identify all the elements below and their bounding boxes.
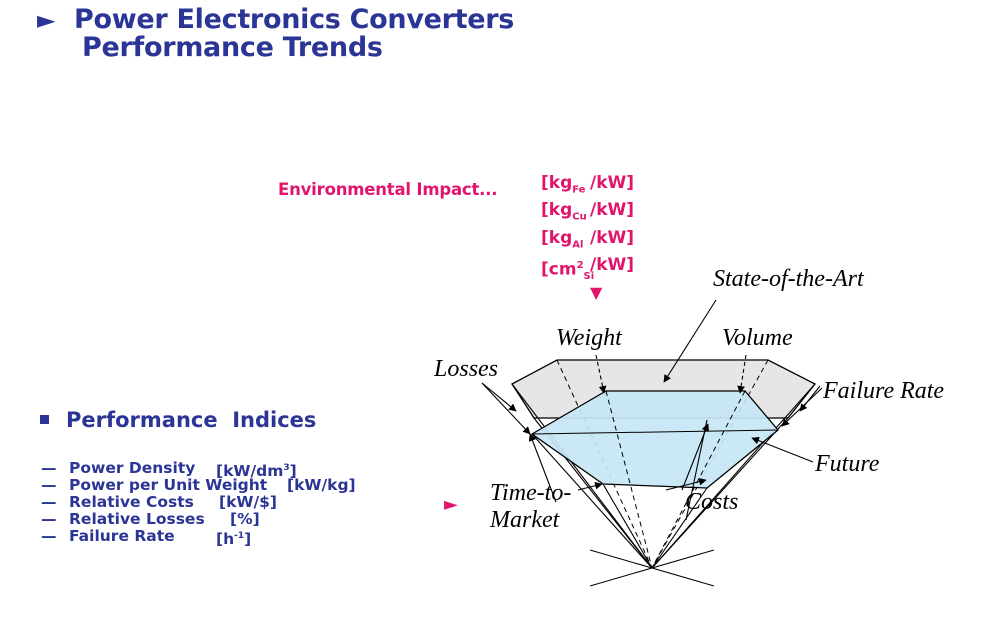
time-to-market-label-1: Time-to- bbox=[490, 480, 571, 506]
unit-row-si: [cm2Si/kW] bbox=[541, 255, 635, 283]
state-of-the-art-arrow bbox=[663, 299, 717, 383]
unit-row-fe: [kgFe/kW] bbox=[541, 173, 635, 196]
down-arrow-icon: ▼ bbox=[590, 283, 603, 302]
list-item: —Relative Costs[kW/$] bbox=[41, 493, 278, 511]
weight-label: Weight bbox=[556, 325, 623, 351]
list-item: —Failure Rate[h-1] bbox=[41, 527, 252, 549]
losses-arrow-2 bbox=[481, 382, 517, 412]
list-item: —Power Density[kW/dm3] bbox=[41, 459, 297, 481]
apex-cross bbox=[589, 549, 715, 587]
play-arrow-icon: ► bbox=[37, 6, 56, 34]
title-line-2: Performance Trends bbox=[82, 32, 383, 63]
performance-indices-list: —Power Density[kW/dm3] —Power per Unit W… bbox=[41, 459, 356, 549]
state-of-the-art-label: State-of-the-Art bbox=[713, 266, 865, 292]
unit-row-cu: [kgCu/kW] bbox=[541, 200, 635, 223]
time-to-market-arrow-2 bbox=[577, 481, 603, 491]
unit-row-al: [kgAl/kW] bbox=[541, 227, 635, 251]
bullet-square-icon bbox=[40, 414, 49, 424]
title-line-1: Power Electronics Converters bbox=[74, 4, 515, 35]
volume-label: Volume bbox=[722, 325, 793, 351]
slide-title: ► Power Electronics Converters Performanc… bbox=[37, 6, 514, 61]
costs-arrow bbox=[681, 423, 710, 491]
list-item: —Relative Losses[%] bbox=[41, 510, 260, 528]
future-label: Future bbox=[814, 451, 880, 477]
costs-arrow-2 bbox=[665, 477, 707, 491]
time-to-market-arrow bbox=[528, 433, 557, 503]
costs-label: Costs bbox=[685, 489, 738, 515]
right-arrow-icon: ► bbox=[444, 494, 458, 515]
losses-arrow bbox=[481, 382, 531, 435]
time-to-market-label-2: Market bbox=[489, 507, 561, 533]
list-item: —Power per Unit Weight[kW/kg] bbox=[41, 476, 356, 494]
environmental-impact-label: Environmental Impact... bbox=[278, 180, 498, 199]
performance-indices-heading: Performance Indices bbox=[40, 408, 316, 432]
failure-rate-label: Failure Rate bbox=[822, 378, 944, 404]
failure-rate-arrow-2 bbox=[799, 385, 821, 412]
future-arrow bbox=[751, 436, 814, 463]
environmental-units: [kgFe/kW] [kgCu/kW] [kgAl/kW] [cm2Si/kW] bbox=[541, 173, 635, 287]
losses-label: Losses bbox=[433, 356, 498, 382]
future-mid-edge bbox=[531, 429, 779, 435]
